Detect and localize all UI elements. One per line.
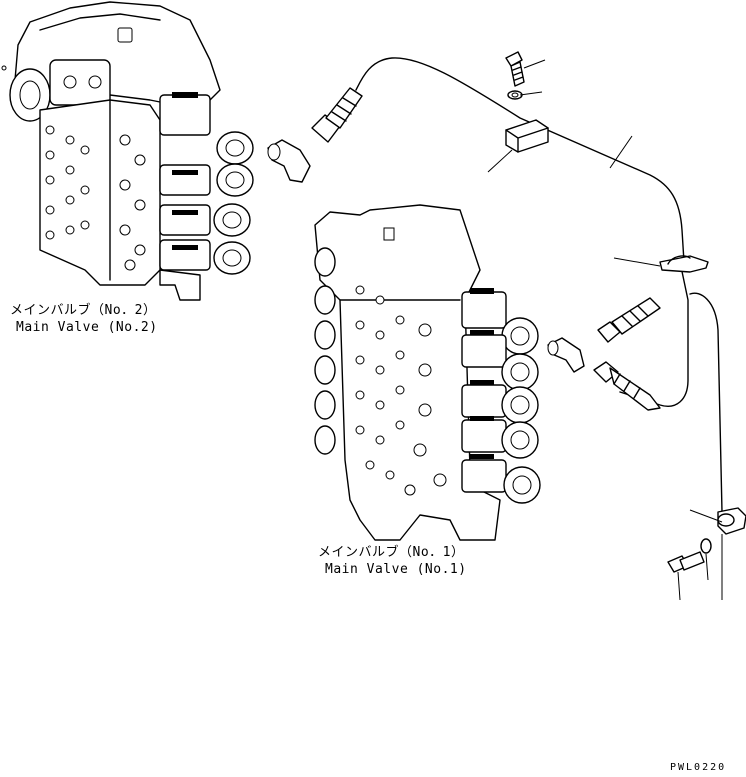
valve2-solenoids [172,92,198,250]
main-valve-no2 [1,1,254,301]
drawing-code: PWL0220 [670,762,727,773]
clamp-bolt-lower [667,292,746,573]
valve2-bolts [45,125,90,240]
valve1-bolts [355,285,447,496]
hose-end-fittings-lower [593,297,661,411]
valve1-label-japanese: メインバルブ（No．1） [318,545,465,560]
valve1-label-english: Main Valve (No.1) [325,562,467,577]
valve2-label-japanese: メインバルブ（No．2） [10,303,157,318]
valve1-spool-caps [461,291,541,504]
valve1-solenoids [470,288,494,459]
main-valve-no1 [314,204,541,541]
valve1-left-caps [314,247,336,455]
valve2-label-english: Main Valve (No.2) [16,320,158,335]
leader-lines [487,59,723,601]
elbow-fitting-valve2 [267,139,311,183]
elbow-fitting-valve1 [547,337,585,373]
valve2-ports [119,134,146,271]
clamp-mid-right [659,255,709,273]
hose-assembly-upper [311,57,689,407]
